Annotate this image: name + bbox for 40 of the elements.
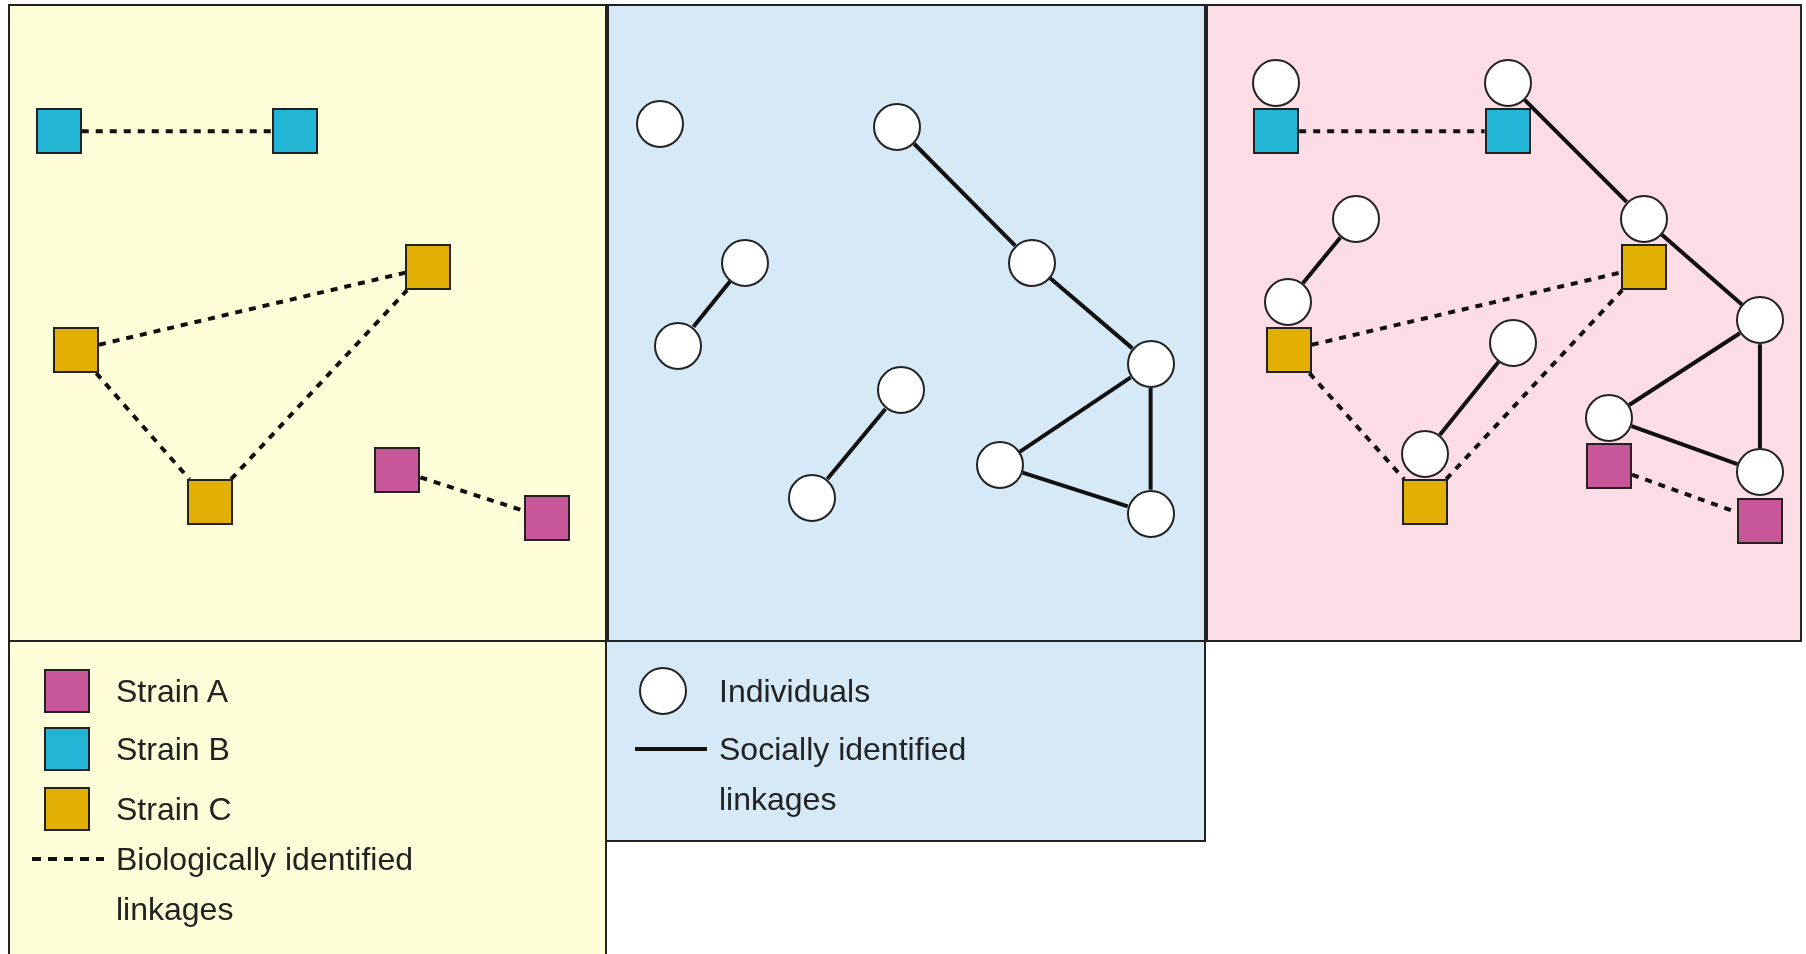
legend-label: Strain B [116, 730, 231, 769]
dashed-link [1444, 288, 1624, 481]
solid-link [1018, 375, 1132, 454]
strain-square [186, 479, 233, 526]
legend-label: Individuals [719, 672, 872, 711]
strain-square [1401, 479, 1448, 526]
solid-link [912, 142, 1017, 247]
strain-square [1736, 497, 1783, 544]
legend-label: Strain A [116, 672, 230, 711]
dashed-link [229, 288, 409, 481]
dashed-link [1307, 371, 1406, 481]
solid-link [1628, 331, 1741, 407]
strain-square [35, 108, 82, 155]
strain-square [405, 244, 452, 291]
solid-link [1438, 360, 1500, 437]
strain-square [53, 327, 99, 374]
strain-square [1265, 327, 1312, 374]
strain-square [271, 108, 318, 155]
solid-link [1301, 236, 1342, 285]
solid-link [1757, 344, 1762, 449]
legend-label: Strain C [116, 790, 233, 829]
dashed-link [1299, 129, 1485, 134]
strain-square [374, 446, 421, 493]
solid-link [825, 407, 887, 481]
solid-link [1048, 276, 1134, 350]
strain-square [1484, 108, 1531, 155]
strain-square [524, 495, 571, 542]
dashed-link [94, 371, 191, 481]
strain-square [1620, 244, 1667, 291]
strain-square [1586, 443, 1633, 490]
dashed-link [81, 129, 272, 134]
strain-square [1253, 108, 1300, 155]
solid-link [1148, 387, 1153, 490]
solid-link [1523, 98, 1629, 204]
solid-link [1660, 233, 1744, 306]
dashed-link [98, 270, 406, 347]
dashed-link [1311, 270, 1622, 347]
solid-link [691, 280, 732, 329]
legend-label: Socially identified linkages [719, 730, 968, 819]
legend-label: Biologically identified linkages [116, 840, 415, 929]
